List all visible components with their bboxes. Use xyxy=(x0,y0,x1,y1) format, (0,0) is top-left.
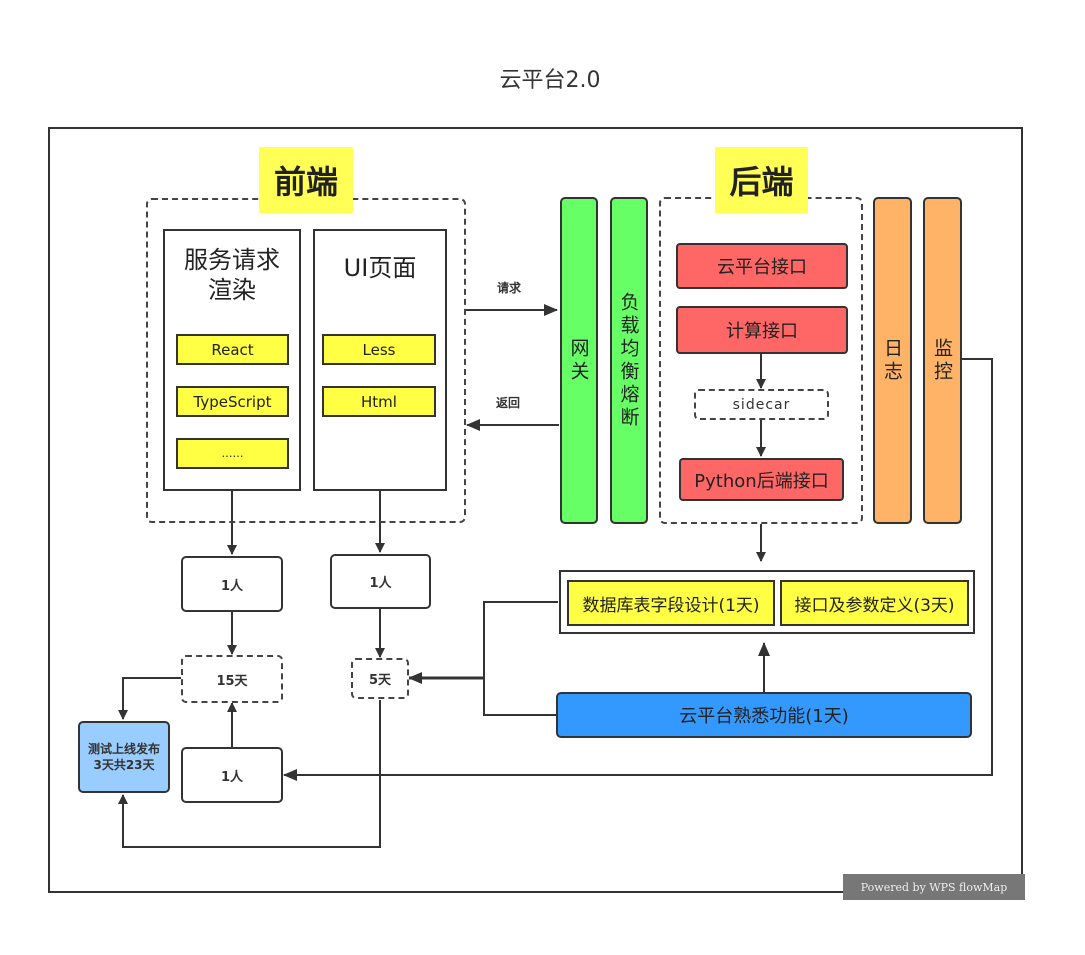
request-label: 请求 xyxy=(497,281,522,295)
chip-less: Less xyxy=(322,334,436,365)
cloud-api-box: 云平台接口 xyxy=(676,243,848,289)
chip-html: Html xyxy=(322,386,436,417)
ui-page-title: UI页面 xyxy=(343,254,417,282)
load-balancer-bar: 负载均衡熔断 xyxy=(610,197,648,524)
api-define-task: 接口及参数定义(3天) xyxy=(780,580,969,626)
monitoring-bar: 监控 xyxy=(923,197,962,524)
tasks-branch xyxy=(483,601,558,716)
person-box-bottom: 1人 xyxy=(181,747,283,803)
watermark: Powered by WPS flowMap xyxy=(843,874,1025,900)
outer-frame xyxy=(48,127,1023,893)
logging-bar: 日志 xyxy=(873,197,912,524)
compute-api-box: 计算接口 xyxy=(676,306,848,354)
chip-react: React xyxy=(176,334,289,365)
chip-typescript: TypeScript xyxy=(176,386,289,417)
chip-more: …… xyxy=(176,438,289,469)
tasks-container xyxy=(559,570,975,634)
days-5-box: 5天 xyxy=(351,658,409,699)
person-box-left: 1人 xyxy=(181,556,283,612)
15days-to-release xyxy=(118,677,181,720)
diagram-title: 云平台2.0 xyxy=(499,68,601,93)
sidecar-box: sidecar xyxy=(694,389,829,420)
backend-tag: 后端 xyxy=(715,147,808,213)
5days-to-release xyxy=(118,700,381,848)
python-api-box: Python后端接口 xyxy=(679,458,844,501)
db-design-task: 数据库表字段设计(1天) xyxy=(567,580,775,626)
release-box: 测试上线发布3天共23天 xyxy=(78,721,170,793)
return-label: 返回 xyxy=(496,396,521,410)
days-15-box: 15天 xyxy=(181,655,283,703)
frontend-tag: 前端 xyxy=(259,147,353,213)
service-render-title: 服务请求渲染 xyxy=(184,246,280,304)
monitor-to-person xyxy=(283,358,993,781)
familiarize-task: 云平台熟悉功能(1天) xyxy=(556,692,972,738)
gateway-bar: 网关 xyxy=(560,197,598,524)
person-box-right: 1人 xyxy=(330,554,431,609)
